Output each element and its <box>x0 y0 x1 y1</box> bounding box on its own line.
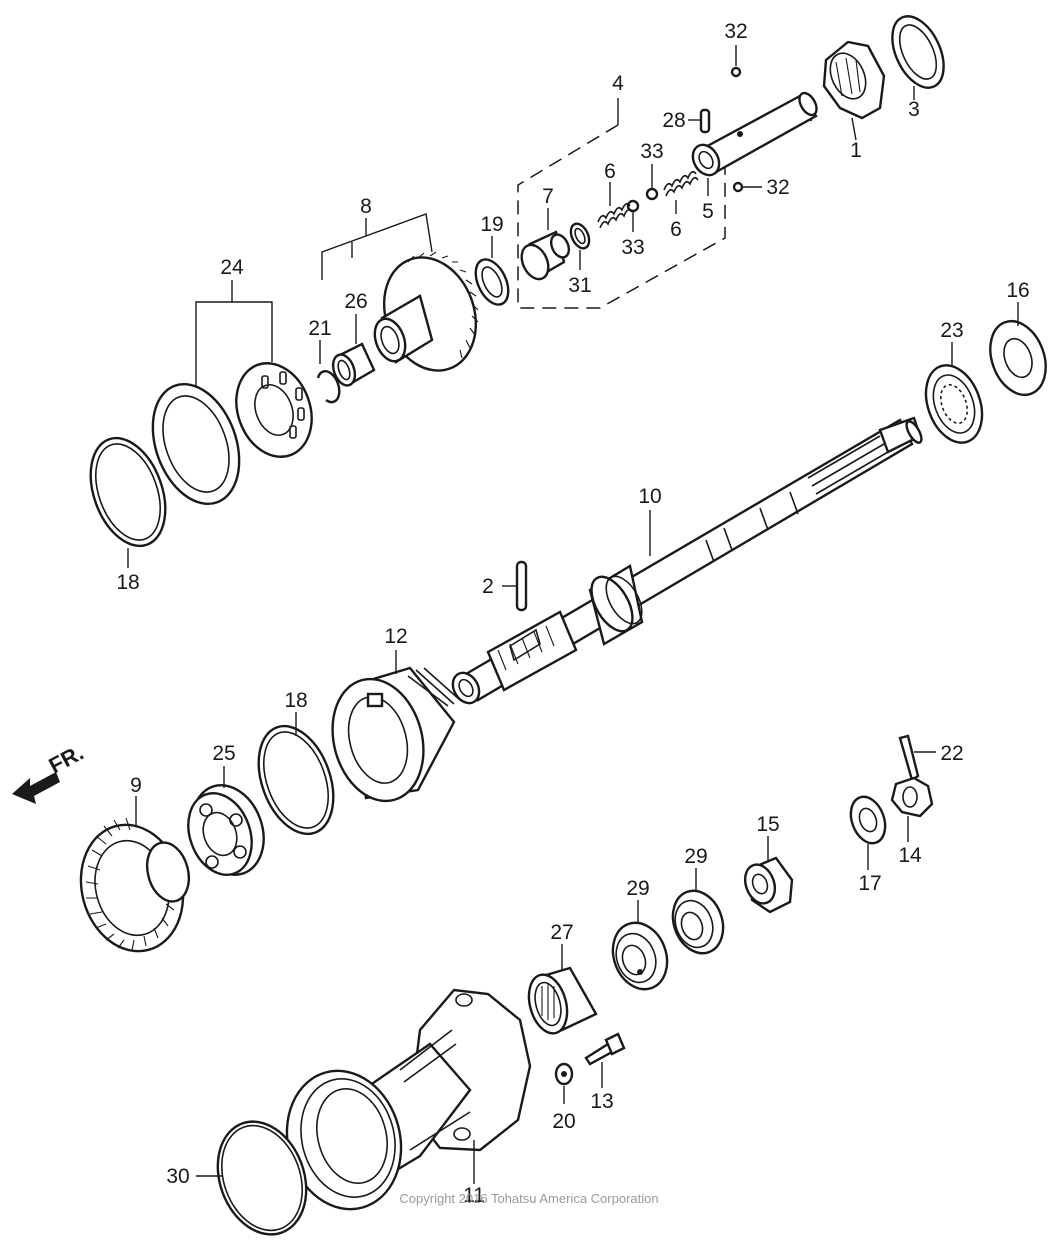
part-20-washer[interactable] <box>554 1062 574 1104</box>
part-13-bolt[interactable] <box>584 1032 626 1088</box>
part-28-pin[interactable] <box>688 108 711 134</box>
part-18-shim-upper[interactable] <box>77 428 179 568</box>
part-18-shim-lower[interactable] <box>245 712 347 844</box>
part-24-bracket <box>195 280 273 388</box>
part-8-bracket[interactable] <box>321 213 433 280</box>
callout-9: 9 <box>130 774 142 797</box>
callout-2: 2 <box>482 575 494 598</box>
fr-label: FR. <box>45 740 88 779</box>
callout-4: 4 <box>612 72 624 95</box>
part-19-shim[interactable] <box>469 236 515 310</box>
part-29-oil-seal-lower[interactable] <box>604 900 676 997</box>
callout-6-right: 6 <box>670 218 682 241</box>
callout-33-upper: 33 <box>640 140 663 163</box>
callout-numbers: 1 2 3 4 5 6 6 7 8 9 10 11 12 13 14 15 16… <box>116 20 1029 1207</box>
callout-18-lower: 18 <box>284 689 307 712</box>
part-14-nut[interactable] <box>890 776 934 842</box>
callout-31: 31 <box>568 274 591 297</box>
callout-29-upper: 29 <box>684 845 707 868</box>
part-9-forward-gear[interactable] <box>67 796 197 963</box>
callout-32-right: 32 <box>766 176 789 199</box>
copyright-notice: Copyright 2016 Tohatsu America Corporati… <box>399 1191 658 1206</box>
callout-28: 28 <box>662 109 685 132</box>
part-32-ball-right[interactable] <box>732 181 762 193</box>
part-11-bearing-carrier[interactable] <box>272 988 532 1222</box>
callout-19: 19 <box>480 213 503 236</box>
callout-23: 23 <box>940 319 963 342</box>
callout-24: 24 <box>220 256 244 279</box>
part-33-ball-upper[interactable] <box>645 164 659 201</box>
part-10-propeller-shaft[interactable] <box>448 416 925 708</box>
part-33-ball-lower[interactable] <box>626 199 640 232</box>
part-32-ball-top[interactable] <box>730 45 742 78</box>
callout-17: 17 <box>858 872 881 895</box>
callout-22: 22 <box>940 742 963 765</box>
callout-3: 3 <box>908 98 920 121</box>
part-23-thrust-bearing[interactable] <box>916 342 992 450</box>
part-15-spacer[interactable] <box>740 836 794 914</box>
part-1-clutch-dog[interactable] <box>822 40 886 141</box>
callout-5: 5 <box>702 200 714 223</box>
callout-20: 20 <box>552 1110 575 1133</box>
callout-13: 13 <box>590 1090 613 1113</box>
callout-14: 14 <box>898 844 922 867</box>
part-30-o-ring[interactable] <box>196 1109 321 1246</box>
part-8-reverse-gear[interactable] <box>369 244 491 383</box>
part-5-shift-plunger[interactable] <box>688 90 820 196</box>
callout-8: 8 <box>360 195 372 218</box>
callout-26: 26 <box>344 290 367 313</box>
part-24-bearing-race[interactable] <box>137 372 255 516</box>
callout-27: 27 <box>550 921 573 944</box>
callout-29-lower: 29 <box>626 877 649 900</box>
part-25-ball-bearing[interactable] <box>177 766 275 885</box>
gear-teeth <box>85 817 175 951</box>
part-17-washer[interactable] <box>845 792 891 870</box>
part-6-spring-left[interactable] <box>597 182 633 229</box>
gear-teeth <box>397 251 479 359</box>
callout-15: 15 <box>756 813 779 836</box>
callout-25: 25 <box>212 742 235 765</box>
part-6-spring-right[interactable] <box>663 170 699 214</box>
part-12-clutch-sleeve[interactable] <box>319 650 461 811</box>
callout-11: 11 <box>463 1184 485 1207</box>
part-2-pin[interactable] <box>502 560 528 612</box>
part-27-needle-bearing[interactable] <box>523 944 598 1038</box>
callout-33-lower: 33 <box>621 236 644 259</box>
callout-21: 21 <box>308 317 331 340</box>
part-21-snap-ring[interactable] <box>316 340 341 404</box>
callout-18-upper: 18 <box>116 571 139 594</box>
callout-7: 7 <box>542 185 554 208</box>
part-16-washer[interactable] <box>981 302 1056 403</box>
part-26-needle-bearing[interactable] <box>329 314 376 388</box>
part-22-cotter-pin[interactable] <box>898 734 936 782</box>
callout-16: 16 <box>1006 279 1029 302</box>
callout-10: 10 <box>638 485 661 508</box>
part-29-oil-seal-upper[interactable] <box>665 868 732 960</box>
callout-32-top: 32 <box>724 20 747 43</box>
callout-6-left: 6 <box>604 160 616 183</box>
part-3-ring[interactable] <box>882 8 954 100</box>
front-direction-arrow: FR. <box>12 740 88 804</box>
part-24-taper-roller-bearing[interactable] <box>224 353 324 468</box>
callout-30: 30 <box>166 1165 189 1188</box>
part-31-clip[interactable] <box>567 221 592 270</box>
callout-12: 12 <box>384 625 407 648</box>
group-4-outline <box>517 98 813 309</box>
part-7-shift-cam[interactable] <box>517 208 573 283</box>
callout-1: 1 <box>850 139 862 162</box>
